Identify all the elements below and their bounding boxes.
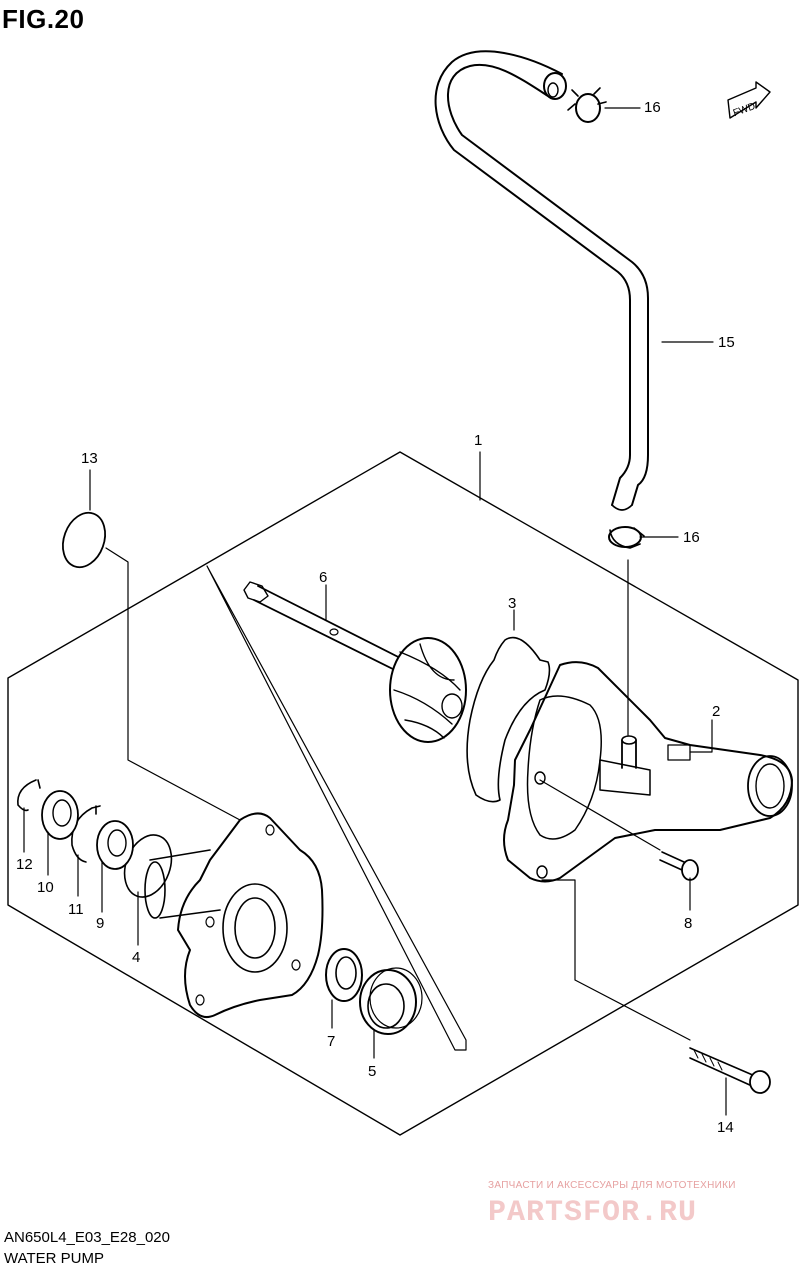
circlip-part-12 xyxy=(17,779,41,812)
oring-part-13 xyxy=(62,511,106,569)
bearing-part-10 xyxy=(41,790,79,840)
leader-lines xyxy=(23,107,727,1116)
gasket-oring-part xyxy=(466,636,551,803)
impeller-part xyxy=(389,637,467,743)
bolt-part-8 xyxy=(659,851,699,881)
inner-assembly-triangle xyxy=(206,565,467,1051)
callout-16-upper: 16 xyxy=(644,99,661,116)
pump-cover-part xyxy=(503,661,793,883)
callout-2: 2 xyxy=(712,703,720,720)
hose-part xyxy=(434,50,649,511)
callout-16-lower: 16 xyxy=(683,529,700,546)
fwd-arrow-icon: FWD xyxy=(727,81,771,119)
figure-name: WATER PUMP xyxy=(4,1250,104,1267)
hose-clamp-upper xyxy=(567,87,607,123)
figure-code: AN650L4_E03_E28_020 xyxy=(4,1229,170,1246)
callout-5: 5 xyxy=(368,1063,376,1080)
watermark-logo: PARTSFOR.RU xyxy=(488,1196,698,1230)
callout-13: 13 xyxy=(81,450,98,467)
callout-7: 7 xyxy=(327,1033,335,1050)
callout-9: 9 xyxy=(96,915,104,932)
figure-title: FIG.20 xyxy=(2,4,85,34)
callout-15: 15 xyxy=(718,334,735,351)
watermark-tagline: ЗАПЧАСТИ И АКСЕССУАРЫ ДЛЯ МОТОТЕХНИКИ xyxy=(488,1180,736,1191)
callout-6: 6 xyxy=(319,569,327,586)
hose-clamp-lower xyxy=(608,526,645,549)
assembly-boundary xyxy=(7,451,799,1136)
circlip-part-11 xyxy=(71,805,101,863)
callout-14: 14 xyxy=(717,1119,734,1136)
callout-1: 1 xyxy=(474,432,482,449)
callout-12: 12 xyxy=(16,856,33,873)
mechanical-seal-part xyxy=(359,967,423,1035)
callout-11: 11 xyxy=(68,901,84,918)
callout-3: 3 xyxy=(508,595,516,612)
pump-shaft-part xyxy=(243,581,421,681)
callout-10: 10 xyxy=(37,879,54,896)
callout-8: 8 xyxy=(684,915,692,932)
bearing-part-9 xyxy=(96,820,134,870)
oil-seal-part xyxy=(325,948,363,1002)
pump-case-part xyxy=(144,812,324,1018)
bolt-part-14 xyxy=(689,1047,771,1094)
callout-4: 4 xyxy=(132,949,140,966)
